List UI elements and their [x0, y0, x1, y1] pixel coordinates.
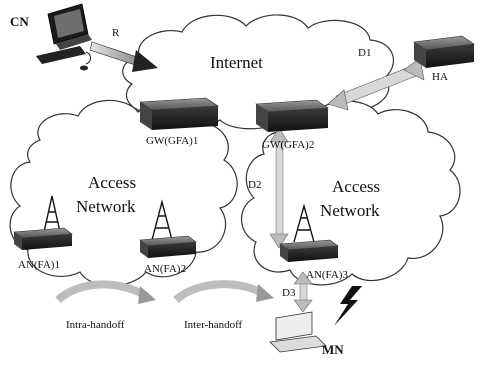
- mn-label: MN: [322, 342, 344, 357]
- an3-label: AN(FA)3: [306, 269, 348, 281]
- access-network-left-line1: Access: [88, 173, 136, 192]
- link-r-label: R: [112, 27, 120, 39]
- cn-label: CN: [10, 14, 29, 29]
- antenna-icon: [43, 195, 315, 243]
- an2-device: [139, 235, 197, 258]
- an1-label: AN(FA)1: [18, 259, 60, 271]
- inter-handoff-label: Inter-handoff: [184, 319, 243, 331]
- link-d3-arrow: [293, 271, 313, 313]
- intra-handoff-label: Intra-handoff: [66, 319, 125, 331]
- access-network-left-line2: Network: [76, 197, 136, 216]
- link-d1-arrow: [327, 57, 425, 111]
- inter-handoff-arrow: [173, 280, 274, 304]
- gw1-device: [139, 97, 219, 130]
- wireless-lightning-icon: [334, 286, 362, 326]
- link-d3-label: D3: [282, 287, 296, 299]
- intra-handoff-arrow: [55, 280, 156, 304]
- access-network-right-line2: Network: [320, 201, 380, 220]
- access-network-left-cloud: [9, 99, 238, 287]
- an2-label: AN(FA)2: [144, 263, 186, 275]
- gw2-device: [255, 99, 329, 132]
- gw2-label: GW(GFA)2: [262, 139, 314, 151]
- link-d2-arrow: [269, 127, 289, 249]
- link-d2-label: D2: [248, 179, 261, 191]
- an3-device: [279, 239, 339, 262]
- an1-device: [13, 227, 73, 250]
- mn-laptop-icon: [269, 311, 327, 353]
- internet-label: Internet: [210, 53, 263, 72]
- access-network-right-cloud: [241, 100, 461, 286]
- gw1-label: GW(GFA)1: [146, 135, 198, 147]
- ha-label: HA: [432, 71, 448, 83]
- link-r-arrow: [89, 41, 158, 72]
- cn-computer-icon: [36, 3, 92, 71]
- access-network-right-line1: Access: [332, 177, 380, 196]
- link-d1-label: D1: [358, 47, 371, 59]
- ha-device: [413, 35, 475, 68]
